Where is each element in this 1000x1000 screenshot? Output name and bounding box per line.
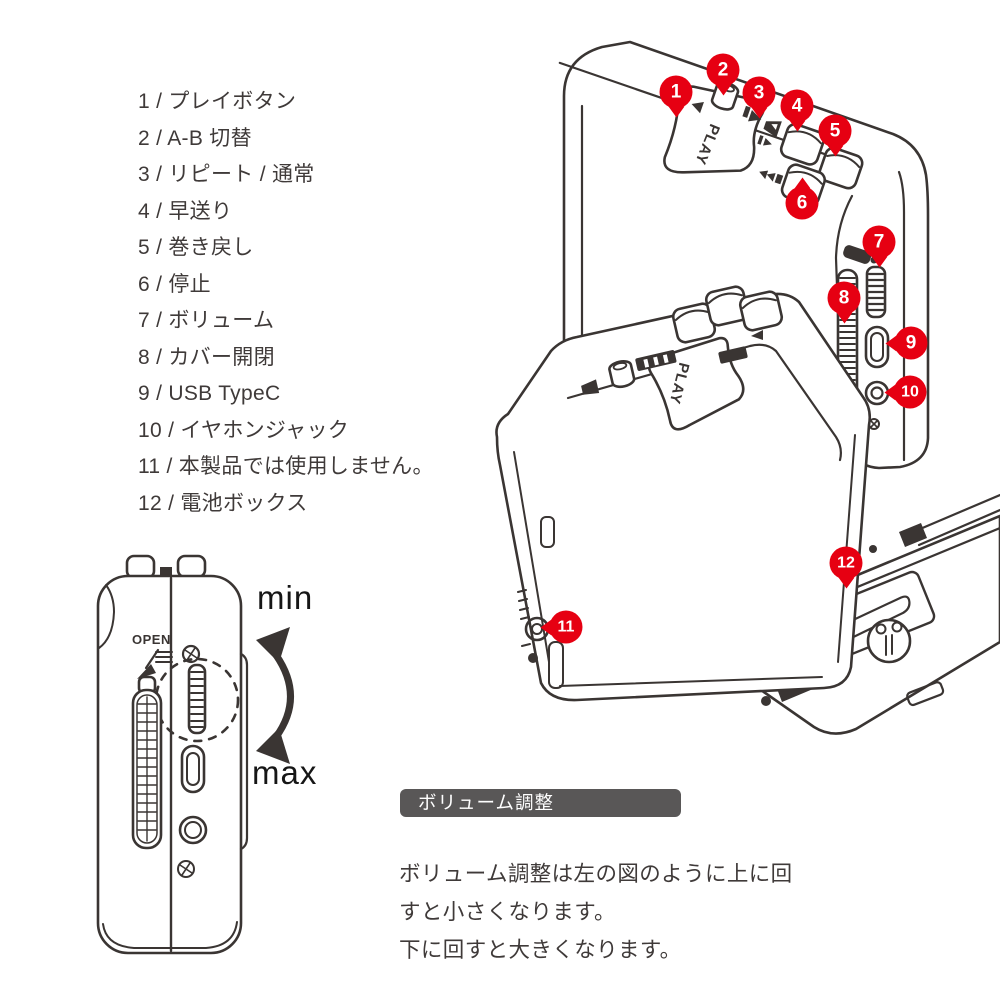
- parts-list-item: 3 / リピート / 通常: [138, 163, 315, 186]
- volume-wheel-side-icon: [187, 663, 207, 735]
- device-side-volume-illustration: [96, 554, 249, 955]
- callout-pin-9: 9: [894, 326, 928, 360]
- callout-pin-12: 12: [829, 546, 863, 580]
- callout-pin-1: 1: [659, 75, 693, 109]
- volume-body-line: すと小さくなります。: [399, 900, 616, 924]
- volume-body-line: 下に回すと大きくなります。: [399, 938, 682, 962]
- parts-list-item: 5 / 巻き戻し: [138, 236, 254, 259]
- parts-list-item: 6 / 停止: [138, 272, 211, 296]
- callout-pin-7: 7: [862, 225, 896, 259]
- function-icons: [691, 101, 784, 185]
- open-arrow-icon: [137, 648, 173, 679]
- callout-pin-5: 5: [818, 114, 852, 148]
- callout-pin-8: 8: [827, 281, 861, 315]
- parts-list-item: 7 / ボリューム: [138, 309, 275, 332]
- volume-body-line: ボリューム調整は左の図のように上に回: [399, 862, 793, 886]
- parts-list-item: 2 / A-B 切替: [138, 126, 252, 150]
- parts-list-item: 12 / 電池ボックス: [138, 491, 308, 515]
- parts-list-item: 4 / 早送り: [138, 199, 233, 223]
- device-front-illustration: [495, 285, 872, 702]
- parts-list: 1 / プレイボタン 2 / A-B 切替 3 / リピート / 通常 4 / …: [138, 84, 434, 522]
- open-label: OPEN: [132, 632, 171, 647]
- parts-list-item: 9 / USB TypeC: [138, 382, 281, 405]
- knob-icon: [866, 618, 912, 664]
- volume-wheel-icon: [865, 265, 887, 319]
- volume-section-heading: ボリューム調整: [400, 789, 681, 817]
- callout-pin-4: 4: [780, 89, 814, 123]
- grip-icon: [131, 675, 163, 850]
- callout-pin-10: 10: [893, 375, 927, 409]
- min-label: min: [257, 579, 314, 616]
- max-label: max: [252, 754, 318, 791]
- focus-dashed-circle: [154, 657, 240, 743]
- rotation-arrows: [256, 627, 294, 764]
- parts-list-item: 11 / 本製品では使用しません。: [138, 455, 434, 478]
- callout-pin-11: 11: [549, 610, 583, 644]
- parts-list-item: 8 / カバー開閉: [138, 345, 275, 369]
- callout-pin-3: 3: [742, 76, 776, 110]
- parts-list-item: 1 / プレイボタン: [138, 90, 297, 113]
- callout-pin-2: 2: [706, 53, 740, 87]
- callout-pin-6: 6: [785, 186, 819, 220]
- volume-section-body: ボリューム調整は左の図のように上に回 すと小さくなります。 下に回すと大きくなり…: [399, 855, 793, 969]
- parts-list-item: 10 / イヤホンジャック: [138, 418, 350, 442]
